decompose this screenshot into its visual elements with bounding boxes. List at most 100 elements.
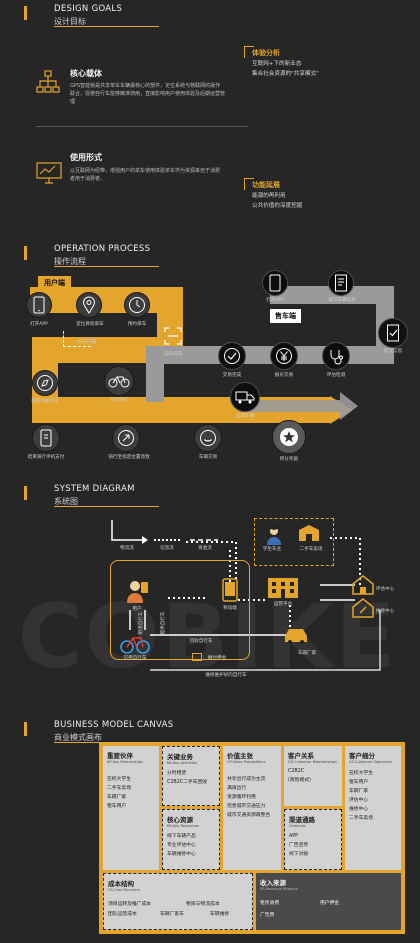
header-accent-bar: [24, 722, 27, 736]
bmc-sub: RS-Revenue Streams: [260, 887, 298, 891]
phone-icon: [262, 270, 288, 296]
bmc-sub: KA-Key Activities: [167, 761, 198, 765]
usage-title: 使用形式: [70, 153, 102, 162]
step-scan: 扫码骑车: [163, 352, 183, 357]
header-accent-bar: [24, 246, 27, 260]
step-ride: 开始骑行: [109, 398, 129, 403]
bmc-sub: KR-Key Resources: [167, 824, 200, 828]
bmc-canvas: 重要伙伴 KP-Key Partnerships 在校大学生 二手车卖场 车辆厂…: [99, 742, 405, 934]
bmc-item: 车辆厂家: [349, 789, 369, 794]
core-title: 核心载体: [70, 69, 102, 78]
bmc-item: 满请出行: [227, 786, 247, 791]
star-badge-icon: [272, 420, 306, 454]
bmc-item: 车辆厂家车: [160, 912, 184, 917]
compass-icon: [32, 370, 58, 396]
seller-submit: 提交信息: [383, 349, 403, 354]
bmc-cost: 成本结构 CS-Cost Structure 项目运转及推广成本 物资与物流成本…: [103, 873, 253, 930]
bmc-item: 租车用户: [349, 780, 369, 785]
location-pin-icon: [76, 292, 102, 318]
node-platform: 运营平台: [273, 602, 293, 607]
step-points: 积分奖励: [279, 457, 299, 462]
step-book: 预约单车: [127, 322, 147, 327]
bike-node-icon: [120, 634, 150, 654]
bmc-item: 车辆维修中心: [167, 852, 196, 857]
student-zone-frame: [254, 518, 334, 566]
bmc-title: 收入来源: [260, 879, 286, 887]
header-underline: [54, 26, 159, 27]
bmc-item: C2B2C: [288, 769, 305, 774]
bmc-item: 线下车辆产品: [167, 834, 196, 839]
section-title-zh: 商业模式画布: [54, 733, 102, 742]
bmc-channels: 渠道通路 Channels APP 广告宣传 线下对接: [284, 809, 342, 870]
section-title-en: BUSINESS MODEL CANVAS: [54, 720, 174, 730]
header-accent-bar: [24, 486, 27, 500]
bmc-item: 在校大学生: [107, 777, 131, 782]
bmc-item: 项目运转及推广成本: [108, 902, 152, 907]
bmc-sub: CR-Customer Relationships: [288, 760, 337, 764]
section-system-header: SYSTEM DIAGRAM 系统图: [24, 484, 224, 512]
step-locate: 定位目标单车: [76, 322, 104, 327]
eval-house-icon: [352, 575, 374, 595]
bmc-resources: 核心资源 KR-Key Resources 线下车辆产品 专业评估中心 车辆维修…: [162, 809, 220, 870]
clock-icon: [124, 292, 150, 318]
node-mobile: 移动端: [223, 606, 237, 611]
section-title-zh: 系统图: [54, 497, 78, 506]
step-pay: 结束骑行手机支付: [27, 455, 65, 460]
factory-car-icon: [283, 626, 309, 644]
user-person-icon: [124, 578, 150, 604]
dashed-connector: [63, 331, 91, 347]
bmc-item: 用户押金: [320, 901, 340, 906]
smile-icon: [194, 424, 222, 452]
bmc-item: 租车用户: [107, 804, 127, 809]
section-design-goals-header: DESIGN GOALS 设计目标: [24, 4, 224, 32]
seller-eval: 评估检测: [326, 373, 346, 378]
legend-money: 资金流: [198, 546, 212, 551]
maint-house-icon: [352, 598, 374, 618]
bmc-item: 团队运营成本: [108, 912, 137, 917]
callout-bracket: [244, 178, 254, 190]
callout-title: 体验分析: [252, 49, 280, 57]
bmc-activities: 关键业务 KA-Key Activities 分时租赁 C2B2C二手车回收: [162, 746, 220, 806]
callout-line-1: 互联网+下的新业态: [252, 61, 302, 67]
section-title-en: OPERATION PROCESS: [54, 244, 151, 254]
bmc-title: 客户关系: [288, 752, 314, 760]
node-eval-center: 评估中心: [375, 587, 395, 592]
bmc-title: 核心资源: [167, 816, 193, 824]
seller-fill-info: 填写车辆信息: [328, 298, 356, 303]
bmc-sub: Channels: [289, 824, 306, 828]
callout-bracket: [244, 46, 254, 58]
bmc-item: 车辆厂家: [107, 795, 127, 800]
seller-tag: 售车端: [270, 309, 301, 323]
watermark: COBIKE: [18, 585, 398, 688]
bmc-revenue: 收入来源 RS-Revenue Streams 租赁收费 用户押金 广告费: [256, 873, 401, 930]
bicycle-icon: [104, 366, 134, 396]
flow-provide: 提供自行车: [161, 611, 166, 635]
header-accent-bar: [24, 6, 27, 20]
network-icon: [36, 70, 60, 94]
seller-done: 交易完成: [222, 373, 242, 378]
section-title-zh: 设计目标: [54, 17, 86, 26]
legend-material: 物流流: [120, 546, 134, 551]
bmc-item: 广告费: [260, 913, 275, 918]
header-underline: [54, 506, 159, 507]
usage-desc: 以互联网为纽带，增强用户的单车使用体验单车作为资源来自于消费者用于消费者。: [70, 168, 221, 182]
seller-price: 报价交易: [274, 373, 294, 378]
bmc-item: 车辆维修: [210, 912, 230, 917]
bmc-item: 分时租赁: [167, 771, 187, 776]
mobile-pay-icon: [32, 424, 60, 452]
bmc-sub: KP-Key Partnerships: [107, 760, 143, 764]
bmc-item: 完善城市交通压力: [227, 804, 266, 809]
flow-rent: 租借自行车: [139, 611, 144, 635]
system-connections: [129, 537, 381, 671]
callout-line-1: 能源的再利用: [252, 193, 286, 199]
step-return: 骑行至指定位置停放: [108, 455, 150, 460]
section-operation-header: OPERATION PROCESS 操作流程: [24, 244, 224, 272]
submit-doc-icon: [378, 318, 408, 348]
header-underline: [54, 266, 159, 267]
bmc-title: 客户细分: [349, 752, 375, 760]
bmc-title: 渠道通路: [289, 816, 315, 824]
callout-extension: 功能延展 能源的再利用 公共价值的深度挖掘: [244, 178, 402, 222]
core-desc: GPS智能锁是共享单车车辆最核心的部件，定位系统与物联网的操作联合，促使自行车能…: [70, 83, 226, 105]
bmc-sub: CS-Customer Segments: [349, 760, 392, 764]
flow-recycle: 回收自行车: [189, 639, 213, 644]
